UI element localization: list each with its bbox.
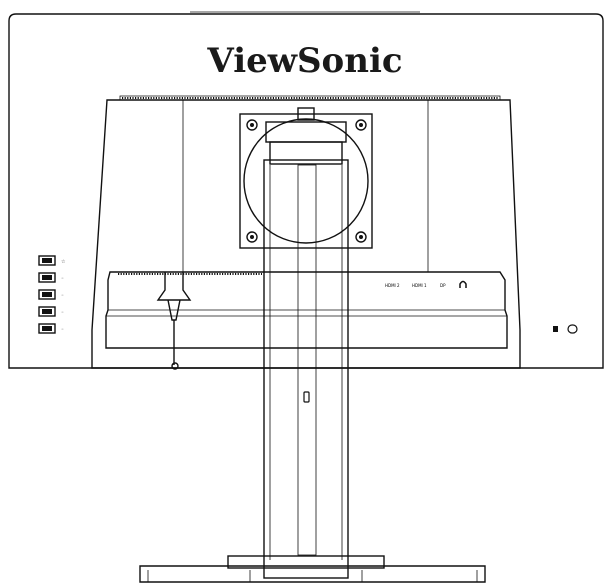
brand-logo: ViewSonic: [206, 41, 402, 81]
neck-mount-top: [269, 141, 343, 165]
vesa-ring: [243, 118, 369, 244]
control-keys: ☆ ◦ ◦ ◦ ◦: [38, 255, 66, 334]
io-shelf: [105, 271, 508, 349]
stand-base: [139, 565, 486, 583]
rear-housing: [91, 99, 521, 369]
control-key-2[interactable]: ◦: [38, 272, 64, 283]
cable-clip: [156, 272, 192, 370]
svg-text:◦: ◦: [61, 310, 64, 316]
vesa-plate: [239, 113, 373, 249]
height-lock-icon: [303, 391, 310, 403]
port-label-dp: DP: [440, 283, 446, 288]
headphone-icon: [459, 280, 467, 288]
rear-ports: HDMI 2 HDMI 1 DP: [385, 280, 467, 288]
vent-strip: [119, 95, 501, 100]
vesa-screw-icon: [246, 119, 367, 243]
lock-icon: [553, 326, 558, 332]
stand-neck: [263, 159, 349, 579]
control-key-3[interactable]: ◦: [38, 289, 64, 300]
control-key-4[interactable]: ◦: [38, 306, 64, 317]
stand-slider-slot: [297, 164, 317, 556]
port-label-hdmi-2: HDMI 2: [385, 283, 400, 288]
svg-text:◦: ◦: [61, 276, 64, 282]
kensington-lock[interactable]: [553, 324, 578, 334]
release-latch-icon: [297, 107, 315, 121]
stand-base-top: [227, 555, 385, 569]
svg-text:◦: ◦: [61, 293, 64, 299]
svg-text:◦: ◦: [61, 327, 64, 333]
control-key-1[interactable]: ☆: [38, 255, 66, 266]
control-key-5[interactable]: ◦: [38, 323, 64, 334]
port-label-hdmi-1: HDMI 1: [412, 283, 427, 288]
svg-text:☆: ☆: [61, 259, 66, 265]
